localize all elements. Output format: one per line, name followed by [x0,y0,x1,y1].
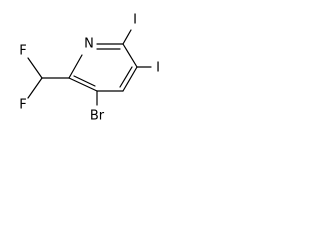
bond-c6-i [122,29,132,45]
bond-chf2-f-lower [27,77,43,99]
bond-chf2-f-upper [27,57,43,79]
bond-c3-c2-double [73,75,96,87]
atom-br: Br [90,109,105,124]
atom-f-upper: F [19,44,26,59]
bond-c5-c4-double [119,66,133,88]
atom-n: N [84,37,94,52]
atom-f-lower: F [19,98,26,113]
bond-c2-n1 [68,54,83,79]
atom-i-top: I [133,13,137,28]
bond-c3-c2 [68,77,98,92]
bond-c5-c4 [122,66,138,92]
structure-diagram: N I I Br F F [19,13,160,124]
atom-i-right: I [156,61,160,76]
bond-c6-c5 [122,43,138,68]
